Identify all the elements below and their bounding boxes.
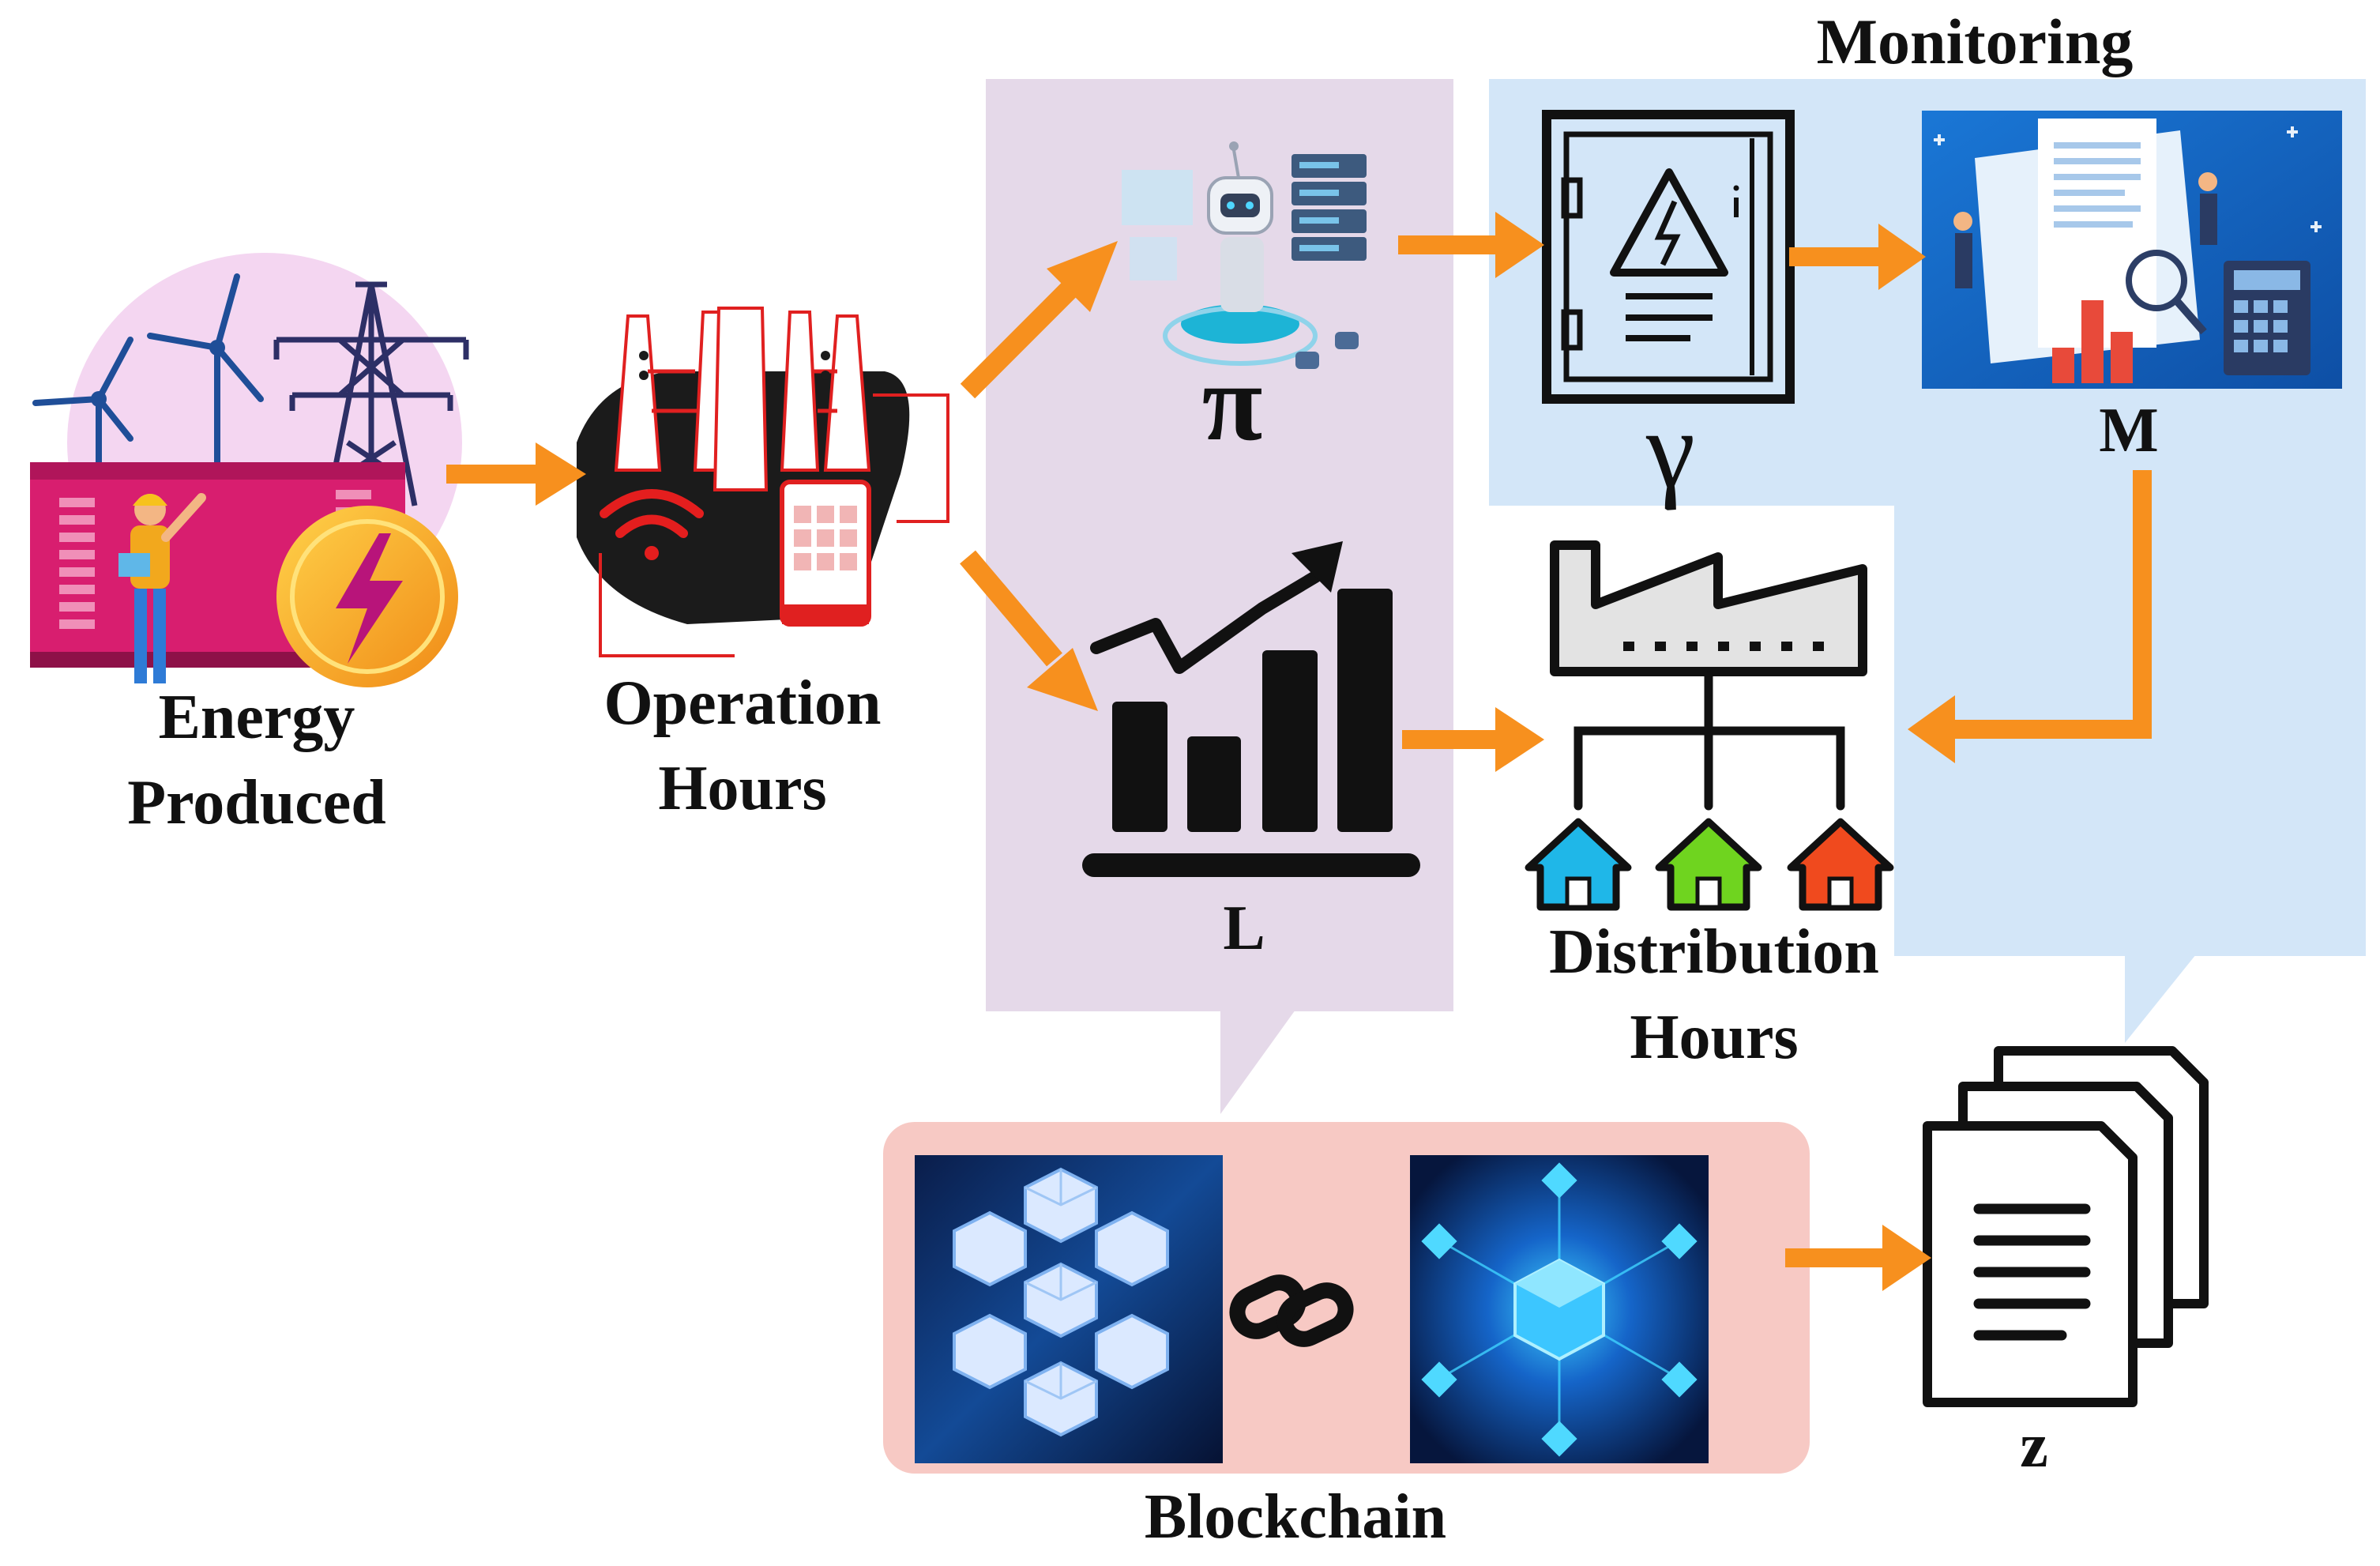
arrow-blockchain-to-z: [1785, 1225, 1931, 1291]
l-label: L: [1223, 894, 1265, 963]
m-label: M: [2099, 396, 2159, 465]
operation-icon: [577, 307, 949, 657]
distribution-label-line2: Hours: [1630, 1003, 1799, 1072]
arrows: [446, 212, 2152, 1291]
pi-label: π: [1201, 341, 1263, 464]
arrow-operation-to-pi: [960, 241, 1118, 399]
monitoring-label: Monitoring: [1816, 6, 2134, 77]
energy-icon: [30, 253, 469, 687]
operation-label-line2: Hours: [658, 754, 827, 823]
chain-link-icon: [1229, 1274, 1354, 1347]
energy-label-line1: Energy: [158, 683, 355, 752]
blockchain-network-icon: [1410, 1155, 1709, 1463]
blockchain-cubes-icon: [915, 1155, 1223, 1463]
arrow-gamma-to-m: [1789, 224, 1926, 290]
arrow-m-to-distribution: [1908, 470, 2152, 763]
operation-label-line1: Operation: [603, 668, 882, 738]
energy-label-line2: Produced: [127, 768, 386, 838]
arrow-pi-to-gamma: [1398, 212, 1544, 278]
l-chart-icon: [1082, 541, 1420, 877]
operation-label: Operation Hours: [569, 672, 916, 820]
blockchain-label: Blockchain: [1144, 1482, 1447, 1552]
arrow-energy-to-operation: [446, 442, 586, 506]
distribution-icon: [1525, 540, 1894, 911]
gamma-label: γ: [1646, 389, 1695, 511]
z-label: z: [2020, 1411, 2048, 1481]
distribution-label-line1: Distribution: [1549, 917, 1879, 987]
energy-label: Energy Produced: [103, 686, 411, 834]
arrow-l-to-distribution: [1402, 707, 1544, 772]
z-documents-icon: [1923, 1046, 2209, 1407]
m-report-icon: [1922, 111, 2342, 389]
pi-robot-icon: [1122, 141, 1367, 369]
distribution-label: Distribution Hours: [1501, 920, 1927, 1069]
arrow-operation-to-l: [960, 550, 1098, 711]
